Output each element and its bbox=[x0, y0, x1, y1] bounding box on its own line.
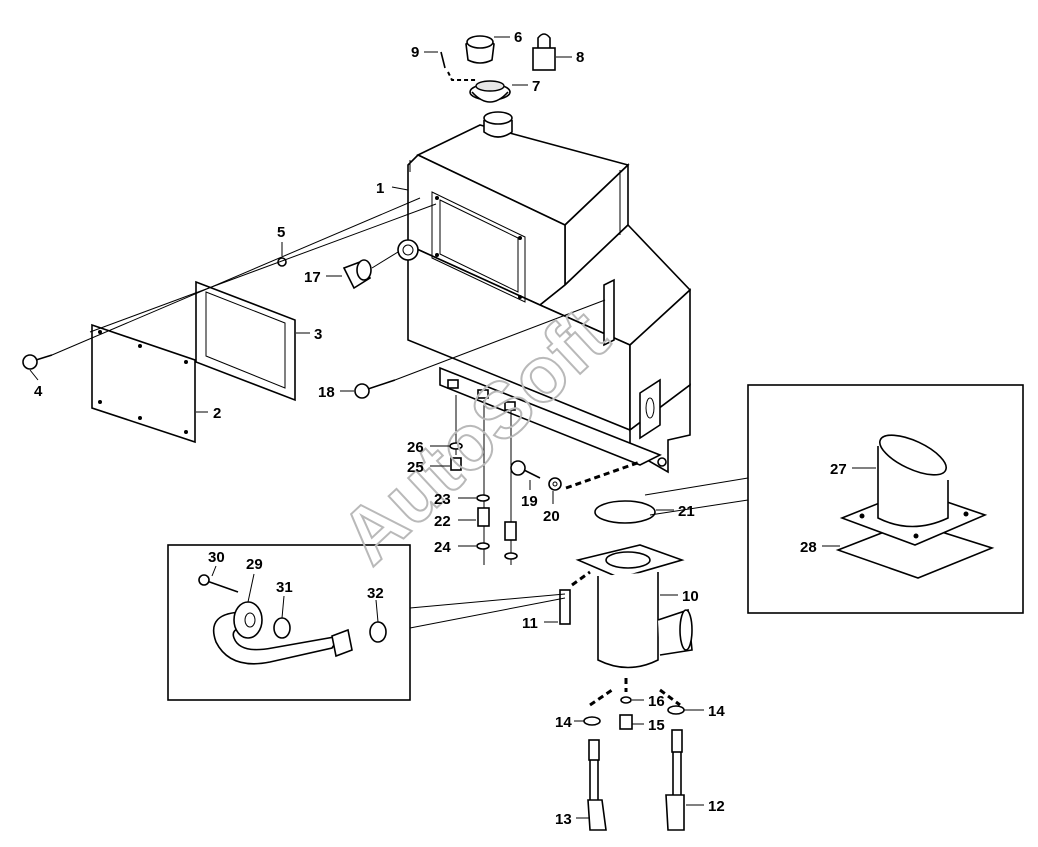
filler-cap bbox=[465, 35, 495, 64]
callout-32: 32 bbox=[367, 585, 384, 602]
callout-29: 29 bbox=[246, 556, 263, 573]
callout-15: 15 bbox=[648, 717, 665, 734]
callout-9: 9 bbox=[411, 44, 419, 61]
hydraulic-tank bbox=[397, 111, 692, 474]
bolt-18 bbox=[354, 299, 606, 399]
callout-20: 20 bbox=[543, 508, 560, 525]
callout-22: 22 bbox=[434, 513, 451, 530]
callout-4: 4 bbox=[34, 383, 43, 400]
drain-parts bbox=[449, 395, 518, 565]
cover-plate bbox=[91, 323, 196, 444]
callouts: 1 2 3 4 5 6 7 8 9 10 11 12 13 14 14 15 1 bbox=[29, 29, 876, 828]
washer-14-left bbox=[583, 716, 601, 726]
suction-housing bbox=[575, 544, 693, 669]
callout-23: 23 bbox=[434, 491, 451, 508]
callout-8: 8 bbox=[576, 49, 584, 66]
washer-20 bbox=[548, 477, 562, 491]
padlock bbox=[532, 33, 556, 71]
assembly-dash-10 bbox=[571, 570, 591, 587]
assembly-dash-19 bbox=[565, 460, 641, 490]
callout-7: 7 bbox=[532, 78, 540, 95]
callout-6: 6 bbox=[514, 29, 522, 46]
strainer bbox=[469, 80, 511, 103]
callout-11: 11 bbox=[522, 615, 538, 632]
plug-17 bbox=[342, 251, 399, 290]
oring-21 bbox=[594, 500, 656, 524]
inset-box-pipe bbox=[167, 544, 566, 701]
callout-27: 27 bbox=[830, 461, 847, 478]
callout-26: 26 bbox=[407, 439, 424, 456]
callout-1: 1 bbox=[376, 180, 384, 197]
assembly-dash-right-sensor bbox=[659, 688, 681, 707]
callout-21: 21 bbox=[678, 503, 695, 520]
callout-10: 10 bbox=[682, 588, 699, 605]
sensor-12 bbox=[665, 729, 685, 831]
callout-24: 24 bbox=[434, 539, 451, 556]
bolt-11 bbox=[559, 589, 571, 625]
callout-14-left: 14 bbox=[555, 714, 572, 731]
callout-28: 28 bbox=[800, 539, 817, 556]
callout-5: 5 bbox=[277, 224, 285, 241]
bolt-19 bbox=[510, 460, 541, 479]
callout-16: 16 bbox=[648, 693, 665, 710]
callout-3: 3 bbox=[314, 326, 322, 343]
callout-25: 25 bbox=[407, 459, 424, 476]
sensor-13 bbox=[587, 739, 607, 831]
plug-15 bbox=[619, 714, 633, 730]
washer-14-right bbox=[667, 705, 685, 715]
callout-19: 19 bbox=[521, 493, 538, 510]
inset-box-flange bbox=[644, 384, 1024, 614]
chain-pin bbox=[440, 51, 476, 81]
callout-2: 2 bbox=[213, 405, 221, 422]
callout-12: 12 bbox=[708, 798, 725, 815]
callout-31: 31 bbox=[276, 579, 293, 596]
washer-16 bbox=[620, 696, 632, 704]
callout-14-right: 14 bbox=[708, 703, 725, 720]
gasket bbox=[195, 280, 296, 402]
callout-30: 30 bbox=[208, 549, 225, 566]
connection-lines-cover bbox=[51, 197, 437, 356]
callout-18: 18 bbox=[318, 384, 335, 401]
callout-13: 13 bbox=[555, 811, 572, 828]
callout-17: 17 bbox=[304, 269, 321, 286]
bolt-4 bbox=[22, 354, 53, 370]
assembly-dash-left-sensor bbox=[589, 688, 613, 707]
